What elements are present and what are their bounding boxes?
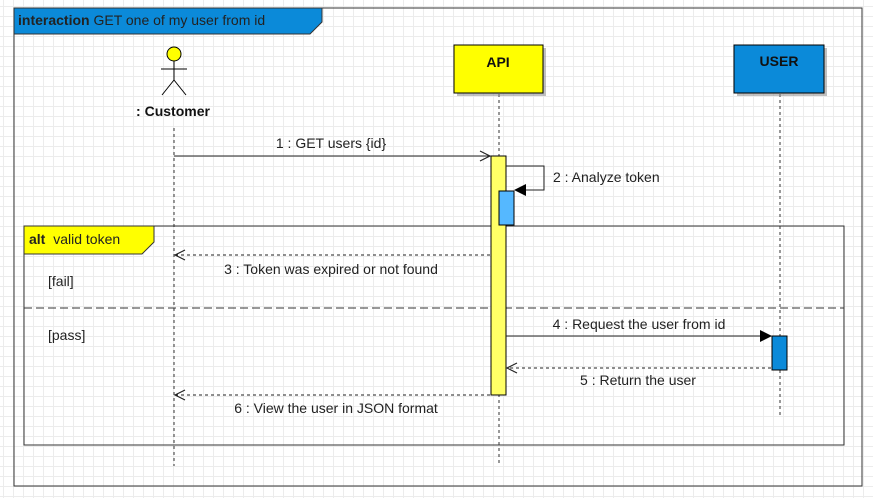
alt-fragment-tab [23, 225, 155, 255]
interaction-keyword: interaction [18, 12, 90, 28]
actor-customer-leg-left [161, 79, 175, 96]
message-6-label: 6 : View the user in JSON format [234, 400, 438, 416]
activation-api-nested [498, 190, 515, 226]
actor-customer-head [166, 46, 182, 62]
message-1-label: 1 : GET users {id} [276, 135, 387, 151]
actor-customer-leg-right [173, 79, 187, 96]
guard-pass: [pass] [48, 327, 85, 343]
alt-operator: alt [29, 231, 46, 247]
lifeline-head-user-label: USER [760, 53, 799, 69]
interaction-frame [13, 7, 863, 487]
lifeline-head-user [733, 44, 825, 94]
interaction-name: GET one of my user from id [93, 12, 265, 28]
actor-customer [161, 46, 187, 96]
message-5-label: 5 : Return the user [580, 372, 696, 388]
activation-user [771, 335, 788, 371]
lifeline-head-api-label: API [486, 54, 509, 70]
message-2-arrow [506, 165, 545, 196]
interaction-frame-tab [13, 7, 323, 35]
alt-fragment [23, 225, 845, 446]
guard-fail: [fail] [48, 273, 74, 289]
actor-customer-label: : Customer [136, 103, 210, 119]
message-2-label: 2 : Analyze token [553, 169, 660, 185]
interaction-frame-title: interaction GET one of my user from id [18, 12, 265, 28]
message-4-label: 4 : Request the user from id [553, 316, 726, 332]
lifeline-head-api [453, 44, 544, 94]
alt-fragment-label: alt valid token [29, 231, 120, 247]
alt-condition: valid token [53, 231, 120, 247]
message-3-label: 3 : Token was expired or not found [224, 261, 438, 277]
